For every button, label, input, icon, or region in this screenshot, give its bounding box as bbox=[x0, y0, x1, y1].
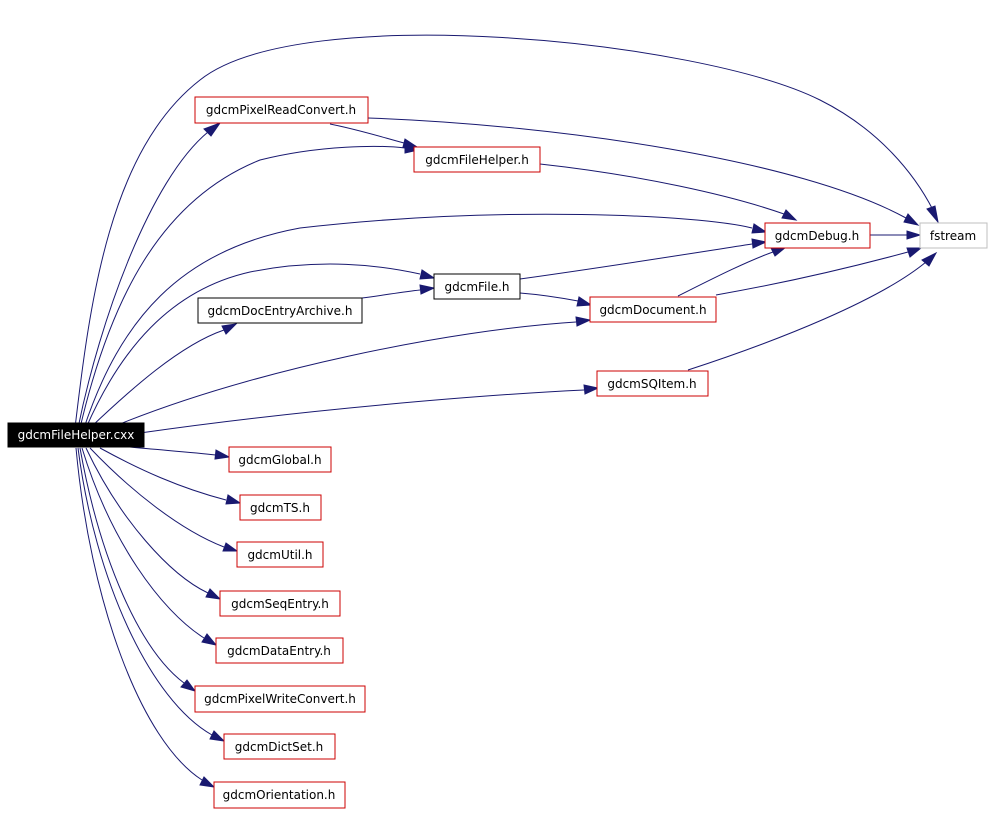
node-doc-entry-archive-label: gdcmDocEntryArchive.h bbox=[208, 304, 353, 318]
edge-file-to-debug bbox=[519, 243, 753, 280]
edge-file-to-document-arrowhead bbox=[576, 296, 593, 307]
node-sq-item-label: gdcmSQItem.h bbox=[607, 377, 696, 391]
edge-filehelper-to-debug bbox=[539, 163, 785, 215]
edge-root-to-file bbox=[85, 263, 421, 429]
node-root[interactable]: gdcmFileHelper.cxx bbox=[7, 422, 145, 448]
node-document[interactable]: gdcmDocument.h bbox=[589, 296, 717, 323]
node-seq-entry-label: gdcmSeqEntry.h bbox=[231, 597, 329, 611]
node-pixel-write-convert[interactable]: gdcmPixelWriteConvert.h bbox=[194, 685, 366, 713]
edge-filehelper-to-debug-arrowhead bbox=[781, 209, 798, 221]
node-file-label: gdcmFile.h bbox=[444, 280, 509, 294]
edge-root-to-dictset bbox=[77, 447, 213, 736]
edge-root-to-seqentry-arrowhead bbox=[205, 588, 222, 600]
edge-sqitem-to-fstream bbox=[687, 261, 927, 371]
edge-root-to-seqentry bbox=[85, 447, 209, 594]
node-pixel-read-convert-label: gdcmPixelReadConvert.h bbox=[206, 103, 356, 117]
node-doc-entry-archive[interactable]: gdcmDocEntryArchive.h bbox=[197, 297, 363, 324]
edge-root-to-debug-arrowhead bbox=[751, 223, 768, 234]
node-document-label: gdcmDocument.h bbox=[599, 303, 706, 317]
edge-root-to-debug bbox=[83, 213, 753, 429]
edge-file-to-document bbox=[519, 292, 579, 302]
edge-root-to-pixelreadconvert bbox=[77, 131, 209, 429]
edge-pixelreadconvert-to-filehelper-arrowhead bbox=[402, 138, 419, 148]
edge-file-to-debug-arrowhead bbox=[751, 238, 768, 249]
node-dict-set-label: gdcmDictSet.h bbox=[235, 740, 324, 754]
edge-root-to-global bbox=[129, 446, 217, 456]
node-orientation[interactable]: gdcmOrientation.h bbox=[213, 781, 346, 809]
node-pixel-write-convert-label: gdcmPixelWriteConvert.h bbox=[204, 692, 356, 706]
edge-root-to-filehelper bbox=[79, 145, 406, 429]
node-global-label: gdcmGlobal.h bbox=[238, 453, 321, 467]
edge-root-to-sqitem-arrowhead bbox=[583, 384, 600, 395]
edge-document-to-fstream-arrowhead bbox=[906, 247, 923, 258]
edge-root-to-document-arrowhead bbox=[575, 316, 592, 327]
edge-pixelreadconvert-to-fstream bbox=[367, 117, 907, 219]
edge-root-to-ts bbox=[99, 447, 227, 501]
edge-root-to-docentryarchive-arrowhead bbox=[221, 323, 238, 335]
edge-root-to-docentryarchive bbox=[89, 329, 225, 429]
edge-root-to-global-arrowhead bbox=[214, 449, 231, 460]
node-pixel-read-convert[interactable]: gdcmPixelReadConvert.h bbox=[194, 96, 369, 124]
edge-root-to-ts-arrowhead bbox=[225, 494, 242, 505]
node-util-label: gdcmUtil.h bbox=[247, 548, 312, 562]
node-util[interactable]: gdcmUtil.h bbox=[236, 541, 324, 568]
edge-document-to-fstream bbox=[715, 251, 909, 296]
nodes: gdcmFileHelper.cxx gdcmPixelReadConvert.… bbox=[7, 96, 988, 809]
node-orientation-label: gdcmOrientation.h bbox=[223, 788, 336, 802]
edge-pixelreadconvert-to-fstream-arrowhead bbox=[903, 213, 920, 226]
node-data-entry[interactable]: gdcmDataEntry.h bbox=[215, 637, 344, 664]
edge-root-to-orientation-arrowhead bbox=[199, 776, 216, 788]
node-fstream-label: fstream bbox=[930, 229, 976, 243]
node-sq-item[interactable]: gdcmSQItem.h bbox=[596, 370, 709, 397]
node-file-helper[interactable]: gdcmFileHelper.h bbox=[413, 146, 541, 173]
node-seq-entry[interactable]: gdcmSeqEntry.h bbox=[219, 590, 341, 617]
edge-docentryarchive-to-file-arrowhead bbox=[419, 284, 436, 295]
node-data-entry-label: gdcmDataEntry.h bbox=[227, 644, 331, 658]
node-file-helper-label: gdcmFileHelper.h bbox=[425, 153, 529, 167]
edge-root-to-document bbox=[109, 321, 577, 429]
node-dict-set[interactable]: gdcmDictSet.h bbox=[223, 733, 336, 760]
edge-docentryarchive-to-file bbox=[361, 289, 421, 299]
edge-debug-to-fstream-arrowhead bbox=[906, 230, 922, 240]
edge-root-to-orientation bbox=[75, 447, 203, 781]
edge-root-to-fstream bbox=[74, 34, 934, 429]
edge-root-to-util bbox=[89, 447, 225, 548]
edge-root-to-dictset-arrowhead bbox=[209, 730, 226, 742]
edge-root-to-dataentry-arrowhead bbox=[201, 633, 218, 646]
node-fstream[interactable]: fstream bbox=[919, 222, 988, 249]
edge-root-to-fstream-arrowhead bbox=[926, 205, 939, 224]
node-ts-label: gdcmTS.h bbox=[250, 501, 310, 515]
edge-root-to-util-arrowhead bbox=[222, 542, 239, 552]
edge-document-to-debug bbox=[677, 251, 774, 297]
node-root-label: gdcmFileHelper.cxx bbox=[18, 428, 135, 442]
edges bbox=[74, 34, 939, 788]
edge-root-to-sqitem bbox=[139, 389, 585, 434]
node-file[interactable]: gdcmFile.h bbox=[433, 273, 521, 300]
edge-root-to-pixelwriteconvert bbox=[79, 447, 185, 684]
node-ts[interactable]: gdcmTS.h bbox=[239, 494, 322, 521]
edge-root-to-dataentry bbox=[81, 447, 205, 639]
node-global[interactable]: gdcmGlobal.h bbox=[228, 446, 332, 473]
edge-root-to-file-arrowhead bbox=[419, 269, 436, 280]
edge-root-to-pixelwriteconvert-arrowhead bbox=[180, 679, 197, 692]
edge-root-to-pixelreadconvert-arrowhead bbox=[203, 121, 222, 137]
node-debug-label: gdcmDebug.h bbox=[775, 229, 859, 243]
node-debug[interactable]: gdcmDebug.h bbox=[764, 222, 871, 249]
edge-pixelreadconvert-to-filehelper bbox=[329, 123, 405, 144]
edge-sqitem-to-fstream-arrowhead bbox=[921, 251, 938, 267]
